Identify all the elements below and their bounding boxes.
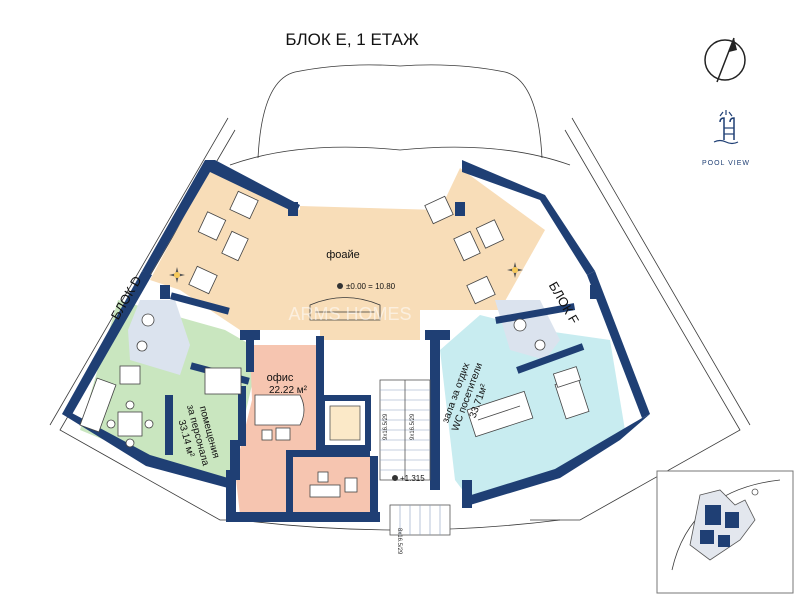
- level-main: ±0.00 = 10.80: [346, 282, 396, 291]
- north-arrow-icon: [704, 37, 746, 83]
- room-office-name: офис: [267, 372, 294, 384]
- level-stair: +1.315: [400, 474, 425, 483]
- room-lounge-fill: [440, 315, 625, 500]
- plant-icon: [169, 267, 185, 283]
- lounge-furniture: [466, 318, 590, 438]
- watermark: ARMS HOMES: [288, 304, 411, 324]
- block-label-right: БЛОК F: [546, 279, 582, 327]
- room-office-area: 22.22 м²: [269, 385, 308, 396]
- site-plan-minimap: [656, 470, 794, 594]
- staff-furniture: [79, 313, 242, 448]
- stairs: [379, 379, 451, 536]
- pool-view-label: POOL VIEW: [702, 160, 750, 167]
- elevator: [319, 395, 371, 451]
- office-furniture: [254, 394, 358, 498]
- stair-label-left: 9x16.5/29: [383, 413, 389, 440]
- plant-icon: [507, 262, 523, 278]
- foyer-furniture: [188, 190, 505, 321]
- stair-label-bottom: 8x16.5/29: [396, 528, 402, 555]
- plan-title: БЛОК Е, 1 ЕТАЖ: [285, 30, 419, 49]
- stair-label-right: 9x16.5/29: [410, 413, 416, 440]
- room-foyer-label: фоайе: [326, 249, 360, 261]
- level-marker-icon: [337, 283, 398, 481]
- pool-ladder-icon: [713, 110, 739, 145]
